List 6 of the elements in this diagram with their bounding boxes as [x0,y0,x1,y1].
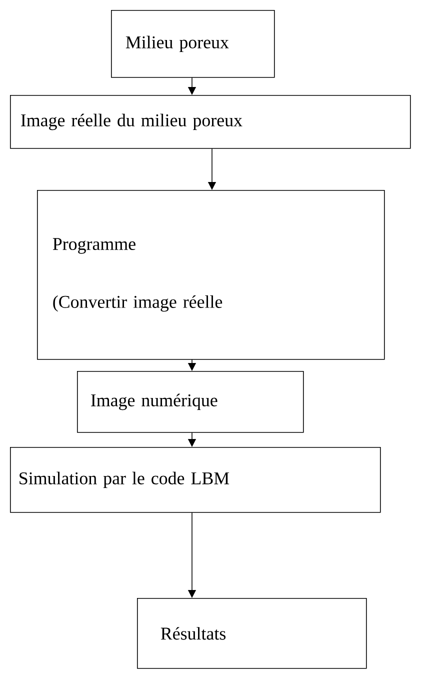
process-box: Programme (Convertir image réelle [37,190,385,360]
process-box: Milieu poreux [111,10,275,78]
process-box: Image réelle du milieu poreux [10,95,411,149]
process-box: Simulation par le code LBM [10,447,381,513]
process-box: Image numérique [77,371,304,433]
process-box: Résultats [137,598,367,669]
